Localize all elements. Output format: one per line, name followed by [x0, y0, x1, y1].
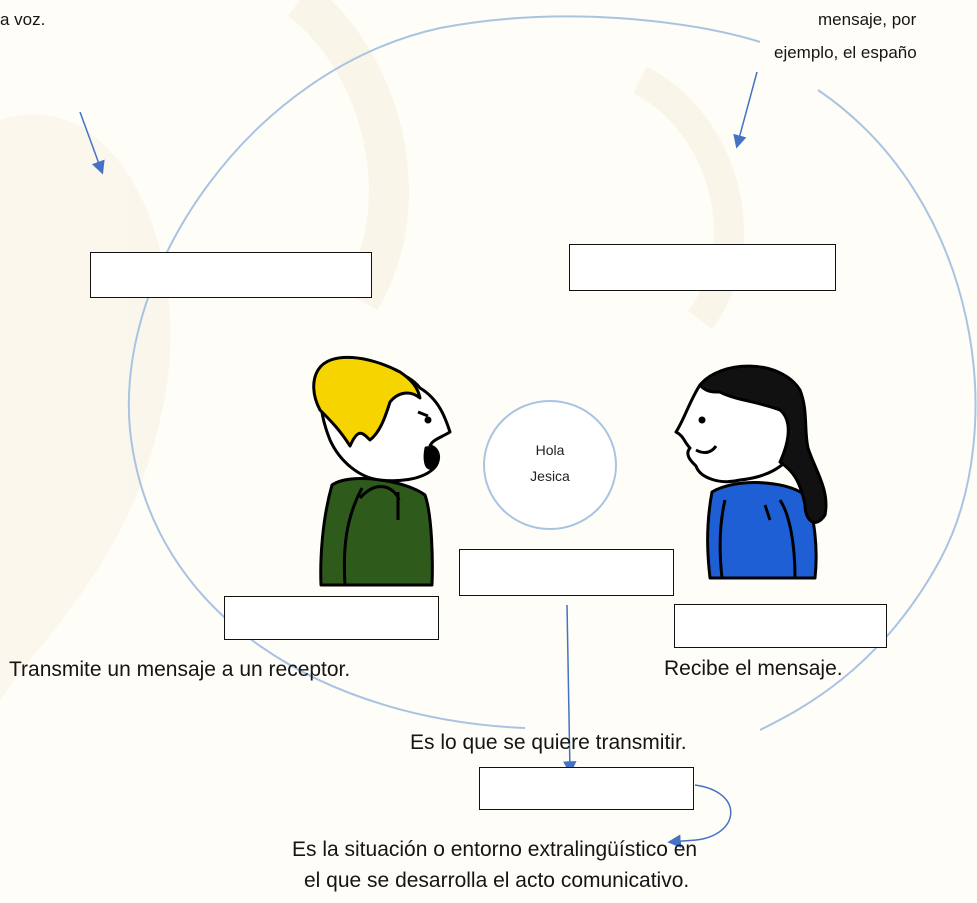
contexto-caption-line2: el que se desarrolla el acto comunicativ… [304, 869, 690, 892]
arrow-contexto [667, 784, 732, 848]
codigo-description-line2: ejemplo, el españo [774, 43, 917, 62]
girl-figure [674, 364, 828, 580]
mensaje-caption: Es lo que se quiere transmitir. [410, 731, 687, 754]
canal-answer-box[interactable] [90, 252, 372, 298]
communication-circle [127, 15, 977, 731]
receptor-answer-box[interactable] [674, 604, 887, 648]
arrow-mensaje [563, 604, 577, 775]
arrow-codigo [733, 71, 758, 149]
arrow-canal [79, 111, 105, 175]
boy-figure [312, 355, 452, 587]
codigo-description-line1: mensaje, por [818, 10, 917, 29]
mensaje-answer-box[interactable] [459, 549, 674, 596]
speech-bubble [483, 400, 617, 530]
bubble-line2: Jesica [530, 468, 570, 484]
codigo-answer-box[interactable] [569, 244, 836, 291]
emisor-answer-box[interactable] [224, 596, 439, 640]
contexto-answer-box[interactable] [479, 767, 694, 810]
canal-description: a voz. [0, 10, 46, 29]
emisor-caption: Transmite un mensaje a un receptor. [9, 658, 351, 681]
bubble-line1: Hola [535, 442, 565, 458]
contexto-caption-line1: Es la situación o entorno extralingüísti… [292, 838, 698, 861]
receptor-caption: Recibe el mensaje. [664, 657, 843, 680]
